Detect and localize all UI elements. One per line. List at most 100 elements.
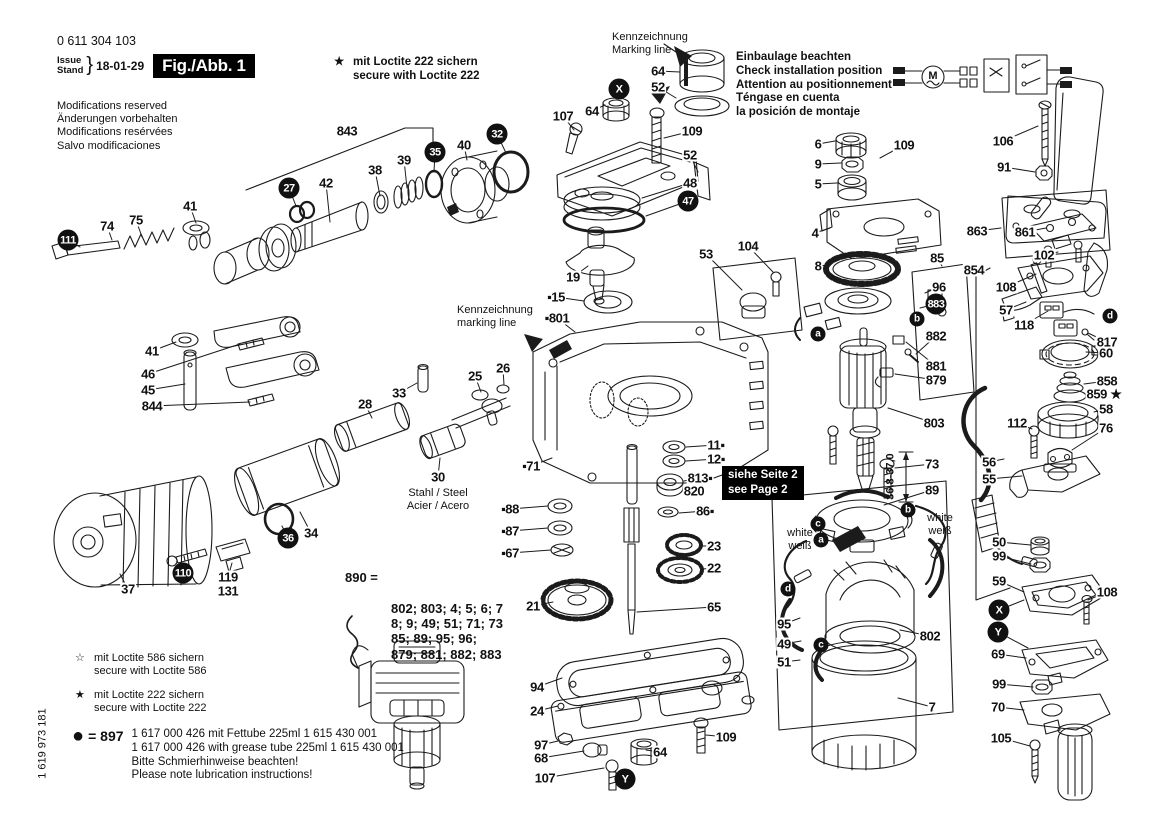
part-label-27: 27 [278, 177, 300, 199]
part-label-104: 104 [736, 238, 760, 254]
part-label-37: 37 [120, 581, 136, 597]
part-label-38: 38 [367, 162, 383, 178]
part-label-52: 52 [650, 79, 666, 95]
document-number: 0 611 304 103 [57, 34, 137, 48]
part-label-36: 36 [277, 527, 299, 549]
part-label-9: 9 [813, 156, 823, 172]
part-label-21: 21 [525, 598, 541, 614]
part-label-111: 111 [57, 229, 79, 251]
part-label-Y: Y [614, 768, 636, 790]
part-label-70: 70 [990, 699, 1006, 715]
part-label-35: 35 [424, 141, 446, 163]
part-label-32: 32 [486, 123, 508, 145]
part-label-a: a [810, 326, 826, 342]
part-label-801: ▪801 [543, 310, 571, 326]
part-label-65: 65 [706, 599, 722, 615]
lubrication-note: ● = 897 1 617 000 426 mit Fettube 225ml … [72, 725, 404, 782]
brace: } [86, 53, 94, 76]
part-label-5: 5 [813, 176, 823, 192]
dimension-note: 36,8-37,0 [884, 453, 897, 500]
part-label-86: 86▪ [695, 503, 715, 519]
part-label-119: 119 [217, 569, 239, 585]
part-label-50: 50 [991, 534, 1007, 550]
part-label-4: 4 [810, 225, 820, 241]
part-label-34: 34 [303, 525, 319, 541]
part-label-69: 69 [990, 646, 1006, 662]
part-label-56: 56 [981, 454, 997, 470]
part-label-882: 882 [924, 328, 948, 344]
part-label-64: 64 [584, 103, 600, 119]
part-label-813: 813▪ [686, 470, 714, 486]
part-label-820: 820 [682, 483, 706, 499]
part-label-7: 7 [927, 699, 937, 715]
part-label-109: 109 [680, 123, 704, 139]
part-label-817: 817 [1095, 334, 1119, 350]
part-label-109: 109 [714, 729, 738, 745]
white-wire-note-right: white weiß [927, 512, 953, 538]
part-label-23: 23 [706, 538, 722, 554]
part-label-42: 42 [318, 175, 334, 191]
part-label-107: 107 [551, 108, 575, 124]
part-label-859: 859 ★ [1085, 386, 1123, 402]
part-label-15: ▪15 [546, 289, 566, 305]
part-label-803: 803 [922, 415, 946, 431]
part-label-89: 89 [924, 482, 940, 498]
see-page-2-box: siehe Seite 2 see Page 2 [722, 466, 804, 500]
star-filled-icon: ★ [75, 689, 85, 701]
part-label-109: 109 [892, 137, 916, 153]
star-outline-icon: ☆ [75, 652, 85, 664]
part-label-12: 12▪ [706, 451, 726, 467]
part-label-45: 45 [140, 382, 156, 398]
part-label-91: 91 [996, 159, 1012, 175]
group-890-note: 890 = 802; 803; 4; 5; 6; 7 8; 9; 49; 51;… [345, 570, 504, 662]
part-label-33: 33 [391, 385, 407, 401]
part-label-863: 863 [965, 223, 989, 239]
part-label-97: 97 [533, 737, 549, 753]
modifications-note: Modifications reserved Änderungen vorbeh… [57, 100, 178, 152]
part-label-19: 19 [565, 269, 581, 285]
part-label-118: 118 [1013, 317, 1035, 333]
motor-symbol: M [928, 70, 937, 82]
part-label-47: 47 [677, 190, 699, 212]
white-wire-note-left: white weiß [787, 527, 813, 553]
part-label-41: 41 [144, 343, 160, 359]
part-label-112: 112 [1006, 415, 1028, 431]
marking-line-top-note: Kennzeichnung Marking line [612, 31, 688, 57]
part-label-c: c [813, 637, 829, 653]
part-label-59: 59 [991, 573, 1007, 589]
part-label-39: 39 [396, 152, 412, 168]
part-label-d: d [1102, 308, 1118, 324]
part-label-c: c [810, 516, 826, 532]
part-label-108: 108 [994, 279, 1018, 295]
part-label-30: 30 [430, 469, 446, 485]
part-label-64: 64 [652, 744, 668, 760]
part-label-48: 48 [682, 175, 698, 191]
part-label-102: 102 [1032, 247, 1056, 263]
part-label-71: ▪71 [521, 458, 541, 474]
part-label-99: 99 [991, 676, 1007, 692]
install-position-note: Einbaulage beachten Check installation p… [736, 51, 892, 119]
part-label-110: 110 [172, 562, 194, 584]
figure-label: Fig./Abb. 1 [153, 54, 255, 78]
loctite-222-top-note: ★ mit Loctite 222 sichern secure with Lo… [334, 56, 480, 82]
part-label-58: 58 [1098, 401, 1114, 417]
part-label-107: 107 [533, 770, 557, 786]
part-label-843: 843 [335, 123, 359, 139]
part-label-881: 881 [924, 358, 948, 374]
part-label-51: 51 [776, 654, 792, 670]
part-label-57: 57 [998, 302, 1014, 318]
part-label-802: 802 [918, 628, 942, 644]
part-label-49: 49 [776, 636, 792, 652]
part-label-a: a [813, 532, 829, 548]
part-label-85: 85 [929, 250, 945, 266]
part-label-96: 96 [931, 279, 947, 295]
part-label-X: X [608, 78, 630, 100]
side-document-code: 1 619 973 181 [36, 708, 49, 779]
part-label-28: 28 [357, 396, 373, 412]
part-label-25: 25 [467, 368, 483, 384]
part-label-75: 75 [128, 212, 144, 228]
